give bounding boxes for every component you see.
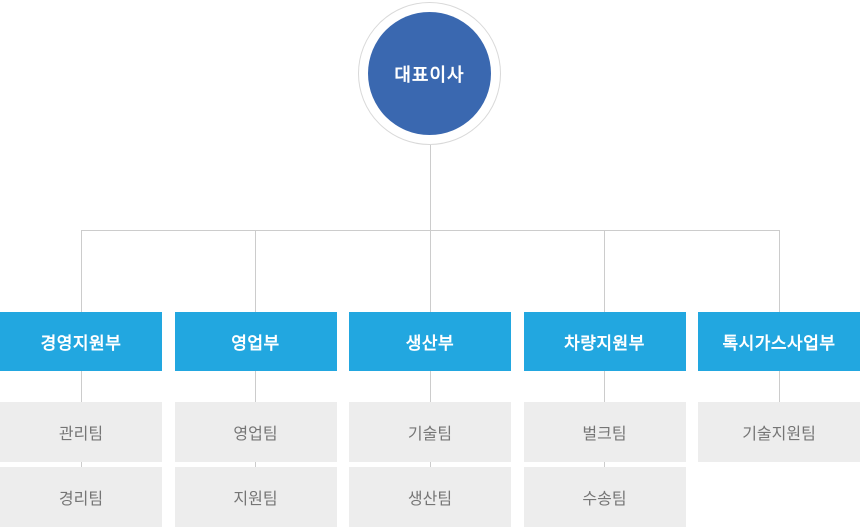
org-column-management-support: 경영지원부 관리팀 경리팀 [0,230,162,528]
team-box: 경리팀 [0,467,162,527]
team-box: 벌크팀 [523,402,686,462]
connector-root-vertical [429,145,431,230]
department-box: 경영지원부 [0,312,162,371]
connector-drop [778,230,780,312]
team-box: 관리팀 [0,402,162,462]
connector-dept-team [80,371,82,402]
department-box: 차량지원부 [523,312,686,371]
connector-dept-team [604,371,605,402]
team-box: 지원팀 [174,467,337,527]
department-box: 생산부 [349,312,511,371]
connector-drop [604,230,605,312]
org-column-production: 생산부 기술팀 생산팀 [349,230,511,528]
department-box: 영업부 [174,312,337,371]
connector-dept-team [778,371,780,402]
org-column-sales: 영업부 영업팀 지원팀 [174,230,337,528]
connector-drop [255,230,256,312]
connector-team-team [255,462,256,467]
root-node: 대표이사 [368,12,491,135]
team-box: 기술지원팀 [698,402,860,462]
org-column-toxic-gas: 톡시가스사업부 기술지원팀 [698,230,860,528]
team-box: 기술팀 [349,402,511,462]
team-box: 영업팀 [174,402,337,462]
connector-drop [429,230,431,312]
connector-dept-team [429,371,431,402]
team-box: 수송팀 [523,467,686,527]
connector-team-team [429,462,431,467]
root-node-label: 대표이사 [394,64,465,85]
connector-drop [80,230,82,312]
org-column-vehicle-support: 차량지원부 벌크팀 수송팀 [523,230,686,528]
root-node-ring: 대표이사 [358,2,501,145]
connector-team-team [80,462,82,467]
connector-dept-team [255,371,256,402]
team-box: 생산팀 [349,467,511,527]
connector-team-team [604,462,605,467]
department-box: 톡시가스사업부 [698,312,860,371]
